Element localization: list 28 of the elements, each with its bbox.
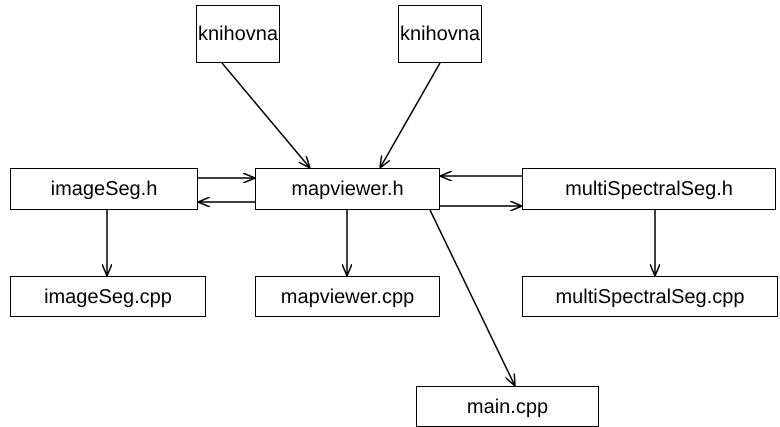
arrow — [379, 62, 441, 169]
arrow — [649, 210, 661, 277]
node-label: imageSeg.cpp — [44, 286, 172, 308]
arrow — [429, 210, 516, 387]
arrow — [197, 196, 255, 208]
file-box — [10, 168, 198, 210]
node-label: mapviewer.h — [291, 178, 404, 200]
arrow — [440, 200, 523, 212]
file-box — [255, 276, 440, 317]
file-box — [416, 386, 599, 427]
node-label: multiSpectralSeg.h — [565, 178, 733, 200]
node-label: multiSpectralSeg.cpp — [556, 286, 744, 308]
file-box — [10, 276, 206, 317]
arrow — [221, 62, 311, 169]
node-label: main.cpp — [466, 396, 548, 418]
node-label: knihovna — [400, 23, 480, 45]
file-box — [196, 5, 280, 63]
file-box — [522, 276, 778, 317]
node-label: knihovna — [198, 23, 278, 45]
node-label: imageSeg.h — [50, 178, 158, 200]
file-box — [398, 5, 482, 63]
node-label: mapviewer.cpp — [280, 286, 414, 308]
file-box — [522, 168, 776, 210]
file-box — [255, 168, 440, 210]
arrow — [341, 210, 353, 277]
arrow — [198, 172, 256, 184]
arrow — [101, 210, 113, 277]
arrow — [439, 170, 522, 182]
